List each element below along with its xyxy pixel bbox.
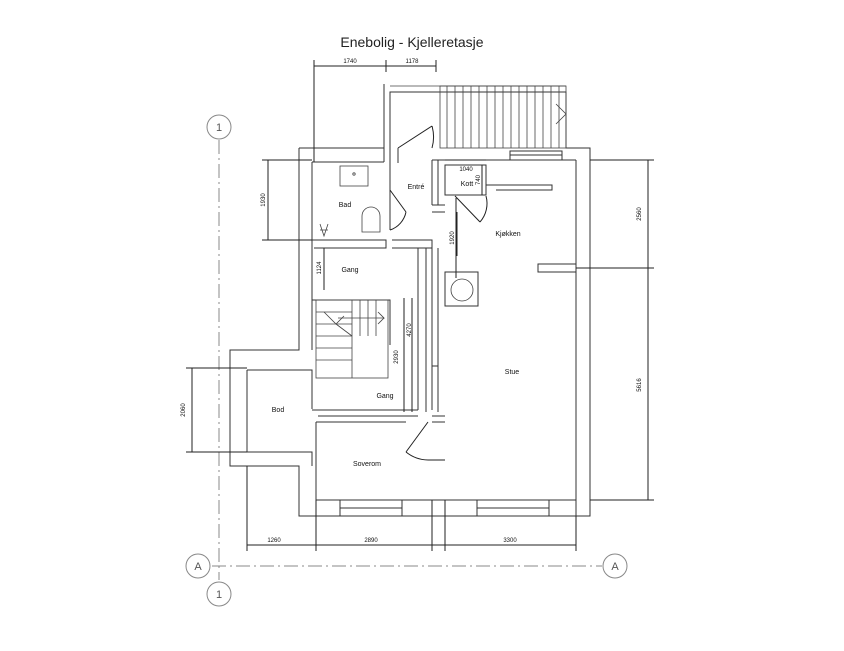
dim-top-right: 1178 <box>406 59 420 65</box>
dim-right-lower: 5616 <box>637 378 643 392</box>
dim-bad-height: 1930 <box>261 193 267 207</box>
grid-label-left: A <box>194 561 202 573</box>
exterior-stair <box>390 85 567 149</box>
room-label-gang-upper: Gang <box>341 267 358 274</box>
interior-stair <box>315 299 389 379</box>
dim-bottom-right: 3300 <box>503 538 517 544</box>
drain-icon <box>319 223 329 238</box>
dim-kott-width: 1040 <box>459 167 473 173</box>
room-label-kott: Kott <box>461 181 474 188</box>
dimension-lines <box>186 60 654 551</box>
dim-bod-height: 2060 <box>181 403 187 417</box>
interior-walls <box>312 148 553 423</box>
room-label-bad: Bad <box>339 202 352 209</box>
dim-bottom-middle: 2890 <box>364 538 378 544</box>
toilet-icon <box>361 206 381 233</box>
dimension-labels: 1740 1178 1930 1040 740 1920 1124 4270 2… <box>181 59 643 544</box>
room-label-bod: Bod <box>272 407 285 414</box>
dim-stair-length: 4270 <box>407 323 413 337</box>
dim-bottom-left: 1260 <box>267 538 281 544</box>
room-label-stue: Stue <box>505 369 520 376</box>
grid-axes: 1 1 A A <box>185 114 628 607</box>
grid-label-right: A <box>611 561 619 573</box>
grid-label-bottom: 1 <box>216 589 222 601</box>
doors <box>389 125 488 461</box>
sink-icon <box>339 165 369 187</box>
room-label-kjokken: Kjøkken <box>495 231 520 238</box>
chimney-icon <box>450 278 474 302</box>
dim-right-upper: 2560 <box>637 207 643 221</box>
grid-label-top: 1 <box>216 122 222 134</box>
room-label-gang-lower: Gang <box>376 393 393 400</box>
room-labels: Bad Entré Kott Kjøkken Gang Gang Stue Bo… <box>272 181 521 468</box>
dim-gang-upper: 1124 <box>317 261 323 275</box>
plan-title: Enebolig - Kjelleretasje <box>340 34 483 50</box>
room-label-soverom: Soverom <box>353 461 381 468</box>
dim-top-left: 1740 <box>343 59 357 65</box>
dim-kott-depth: 740 <box>476 174 482 185</box>
fixtures <box>319 165 474 302</box>
exterior-walls <box>229 84 591 517</box>
room-label-entre: Entré <box>408 184 425 191</box>
dim-gang-lower: 2930 <box>394 350 400 364</box>
dim-kjokken-passage: 1920 <box>450 231 456 245</box>
